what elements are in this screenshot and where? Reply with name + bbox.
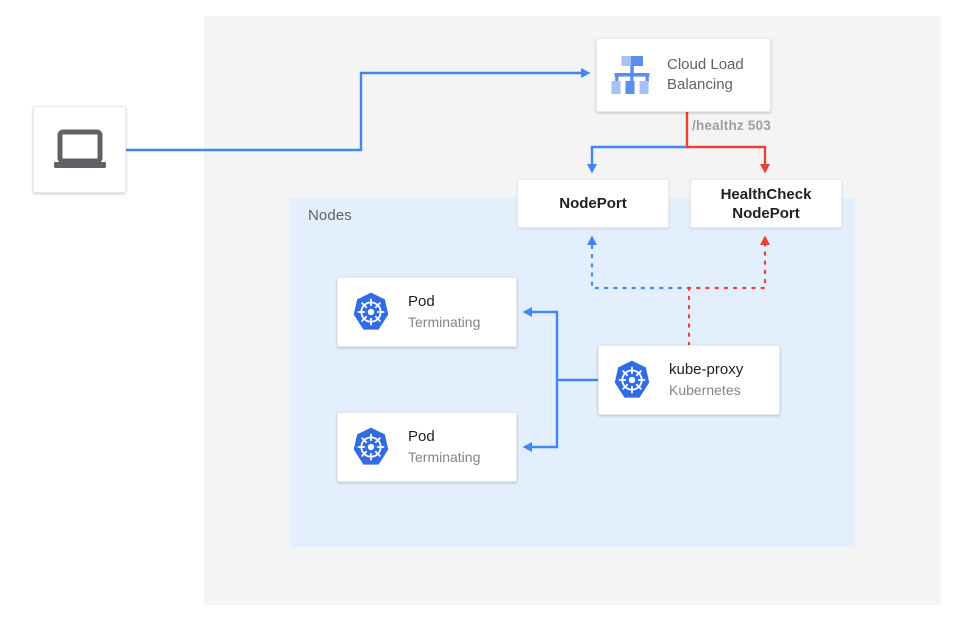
laptop-icon — [53, 129, 107, 171]
cloud-load-balancing-icon — [607, 54, 653, 96]
cloud-load-balancing-node: Cloud Load Balancing — [596, 38, 771, 112]
cloud-load-balancing-label: Cloud Load Balancing — [667, 55, 744, 95]
kube-proxy-title: kube-proxy — [669, 361, 744, 378]
pod-title: Pod — [408, 293, 435, 310]
healthcheck-nodeport-label: HealthCheck NodePort — [721, 185, 812, 223]
nodeport-node: NodePort — [517, 179, 669, 228]
kube-proxy-node: kube-proxy Kubernetes — [598, 345, 780, 415]
cloud-load-balancing-label-line2: Balancing — [667, 76, 733, 93]
nodes-panel-label: Nodes — [308, 207, 352, 224]
pod-title: Pod — [408, 428, 435, 445]
kubernetes-icon — [350, 426, 392, 468]
pod-node: Pod Terminating — [337, 277, 517, 347]
kubernetes-icon — [350, 291, 392, 333]
nodeport-label: NodePort — [559, 195, 627, 212]
pod-subtitle: Terminating — [408, 449, 481, 465]
kube-proxy-text: kube-proxy Kubernetes — [669, 360, 743, 400]
healthcheck-nodeport-label-line2: NodePort — [732, 204, 800, 222]
pod-node: Pod Terminating — [337, 412, 517, 482]
cloud-load-balancing-label-line1: Cloud Load — [667, 56, 744, 73]
kube-proxy-subtitle: Kubernetes — [669, 382, 741, 398]
kubernetes-icon — [611, 359, 653, 401]
client-device — [33, 106, 126, 193]
pod-text: Pod Terminating — [408, 427, 480, 467]
healthcheck-nodeport-node: HealthCheck NodePort — [690, 179, 842, 228]
healthcheck-nodeport-label-line1: HealthCheck — [720, 185, 812, 203]
healthz-status-label: /healthz 503 — [692, 118, 771, 133]
pod-text: Pod Terminating — [408, 292, 480, 332]
pod-subtitle: Terminating — [408, 314, 481, 330]
